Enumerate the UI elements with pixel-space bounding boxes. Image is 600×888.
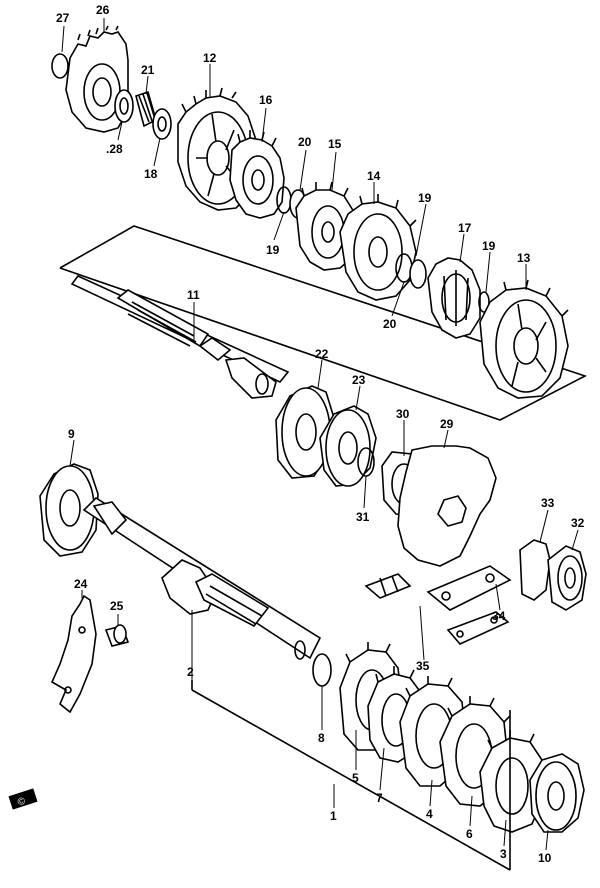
part-34-chain-joint xyxy=(364,565,512,645)
callout-13: 13 xyxy=(517,251,531,265)
drive-shaft-group-bracket xyxy=(191,680,511,871)
callout-8: 8 xyxy=(318,731,325,745)
callout-7: 7 xyxy=(376,791,383,805)
part-17-gear xyxy=(427,257,481,339)
callout-14: 14 xyxy=(367,169,381,183)
callout-32: 32 xyxy=(571,516,585,530)
callout-15: 15 xyxy=(328,137,342,151)
callout-4: 4 xyxy=(426,807,433,821)
part-2-drive-shaft xyxy=(82,496,322,660)
part-28-washer xyxy=(114,89,134,123)
callout-20: 20 xyxy=(383,317,397,331)
callout-26: 26 xyxy=(96,3,110,17)
copyright-mark: © xyxy=(8,788,38,810)
callout-22: 22 xyxy=(315,347,329,361)
corner-mark-text: © xyxy=(16,796,27,809)
callout-30: 30 xyxy=(396,407,410,421)
callout-29: 29 xyxy=(440,417,454,431)
callout-24: 24 xyxy=(74,577,88,591)
part-8-washer xyxy=(312,653,332,687)
part-29-cover-plate xyxy=(397,445,497,567)
callout-18: 18 xyxy=(144,167,158,181)
callout-31: 31 xyxy=(356,510,370,524)
part-25-screw xyxy=(104,624,130,647)
part-20-washer xyxy=(409,259,427,289)
callout-19: 19 xyxy=(418,191,432,205)
callout-9: 9 xyxy=(68,427,75,441)
callout-17: 17 xyxy=(458,221,472,235)
callout-labels: 27 26 21 12 .28 18 16 20 15 14 19 19 17 … xyxy=(56,3,585,865)
leader-lines xyxy=(61,18,579,851)
part-10-bearing xyxy=(529,753,585,833)
part-33-spacer xyxy=(519,539,551,601)
callout-5: 5 xyxy=(352,771,359,785)
callout-16: 16 xyxy=(259,93,273,107)
callout-27: 27 xyxy=(56,11,70,25)
callout-21: 21 xyxy=(141,63,155,77)
callout-12: 12 xyxy=(203,51,217,65)
callout-19: 19 xyxy=(266,243,280,257)
part-19-circlip xyxy=(478,291,490,313)
part-32-oil-seal xyxy=(547,545,587,611)
callout-19: 19 xyxy=(482,239,496,253)
callout-2: 2 xyxy=(187,665,194,679)
callout-6: 6 xyxy=(466,827,473,841)
part-27-circlip xyxy=(51,53,69,79)
part-18-washer xyxy=(152,108,172,140)
callout-23: 23 xyxy=(352,373,366,387)
callout-35: 35 xyxy=(416,659,430,673)
callout-20: 20 xyxy=(298,135,312,149)
counter-shaft-group-outline xyxy=(59,225,588,421)
part-11-counter-shaft xyxy=(70,275,290,399)
part-26-gear xyxy=(65,25,129,133)
callout-34: 34 xyxy=(492,609,506,623)
callout-33: 33 xyxy=(541,496,555,510)
callout-11: 11 xyxy=(187,288,200,302)
callout-25: 25 xyxy=(110,599,124,613)
part-24-bearing-stopper xyxy=(50,594,97,714)
callout-10: 10 xyxy=(538,851,552,865)
part-16-gear xyxy=(229,130,285,219)
callout-3: 3 xyxy=(500,847,507,861)
callout-1: 1 xyxy=(330,809,337,823)
part-13-gear xyxy=(479,279,569,399)
callout-28: .28 xyxy=(106,142,123,156)
